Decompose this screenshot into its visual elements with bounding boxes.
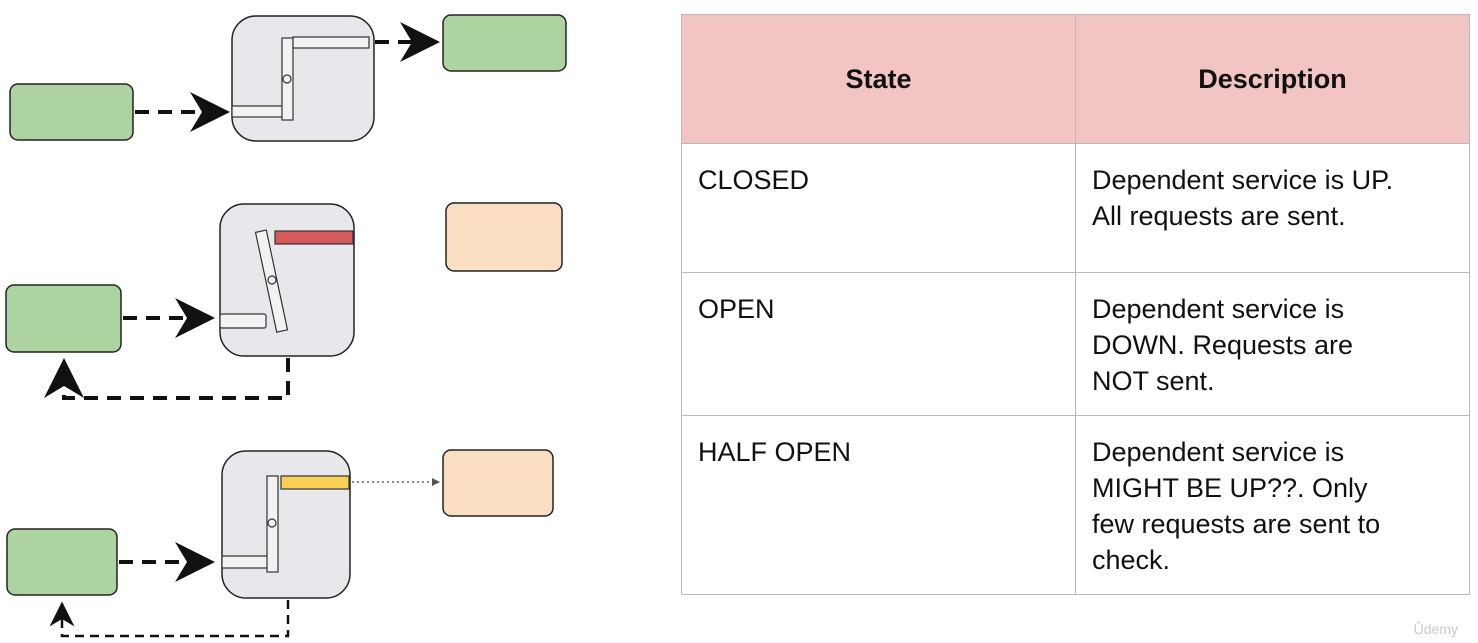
circuit-breaker-box <box>219 203 355 357</box>
switch-pivot-icon <box>267 275 277 285</box>
description-column-header: Description <box>1074 14 1471 144</box>
breaker-input-contact <box>221 555 271 569</box>
caller-service-box <box>9 83 134 141</box>
circuit-breaker-diagram <box>5 14 567 638</box>
breaker-output-contact-open <box>274 230 354 245</box>
dependent-service-box-up <box>442 14 567 72</box>
dependent-service-box-down <box>445 202 563 272</box>
description-cell-open: Dependent service is DOWN. Requests are … <box>1074 272 1471 416</box>
state-cell-closed: CLOSED <box>681 143 1076 273</box>
circuit-breaker-box <box>221 450 351 599</box>
description-line: check. <box>1091 545 1170 575</box>
table-row: HALF OPEN Dependent service is MIGHT BE … <box>681 415 1471 595</box>
description-line: DOWN. Requests are <box>1091 330 1354 360</box>
switch-pivot-icon <box>267 518 277 528</box>
state-cell-open: OPEN <box>681 272 1076 416</box>
udemy-watermark: Ûdemy <box>1413 621 1458 637</box>
breaker-switch-arm-closed <box>281 37 294 121</box>
description-line: All requests are sent. <box>1091 201 1346 231</box>
state-cell-half-open: HALF OPEN <box>681 415 1076 595</box>
closed-scenario <box>9 14 567 142</box>
breaker-switch-arm-open <box>254 229 289 333</box>
table-header-row: State Description <box>681 14 1471 144</box>
breaker-input-contact <box>219 313 267 329</box>
breaker-switch-arm-half <box>266 475 279 573</box>
breaker-output-contact <box>292 36 370 49</box>
description-cell-half-open: Dependent service is MIGHT BE UP??. Only… <box>1074 415 1471 595</box>
breaker-output-contact-half-open <box>280 475 350 490</box>
switch-pivot-icon <box>282 74 292 84</box>
open-scenario <box>5 202 563 400</box>
fallback-return-arrow <box>44 358 290 400</box>
description-line: MIGHT BE UP??. Only <box>1091 473 1368 503</box>
description-line: NOT sent. <box>1091 366 1215 396</box>
caller-service-box <box>5 284 122 353</box>
breaker-input-contact <box>231 105 285 118</box>
description-cell-closed: Dependent service is UP. All requests ar… <box>1074 143 1471 273</box>
circuit-breaker-box <box>231 15 375 142</box>
table-row: CLOSED Dependent service is UP. All requ… <box>681 143 1471 273</box>
dependent-service-box-unknown <box>442 449 554 517</box>
description-line: Dependent service is UP. <box>1091 165 1394 195</box>
description-line: few requests are sent to <box>1091 509 1381 539</box>
description-line: Dependent service is <box>1091 437 1345 467</box>
half-open-scenario <box>6 449 554 638</box>
state-column-header: State <box>681 14 1076 144</box>
table-row: OPEN Dependent service is DOWN. Requests… <box>681 272 1471 416</box>
circuit-breaker-state-table: State Description CLOSED Dependent servi… <box>681 14 1471 595</box>
caller-service-box <box>6 528 118 596</box>
fallback-return-arrow <box>49 600 290 638</box>
description-line: Dependent service is <box>1091 294 1345 324</box>
